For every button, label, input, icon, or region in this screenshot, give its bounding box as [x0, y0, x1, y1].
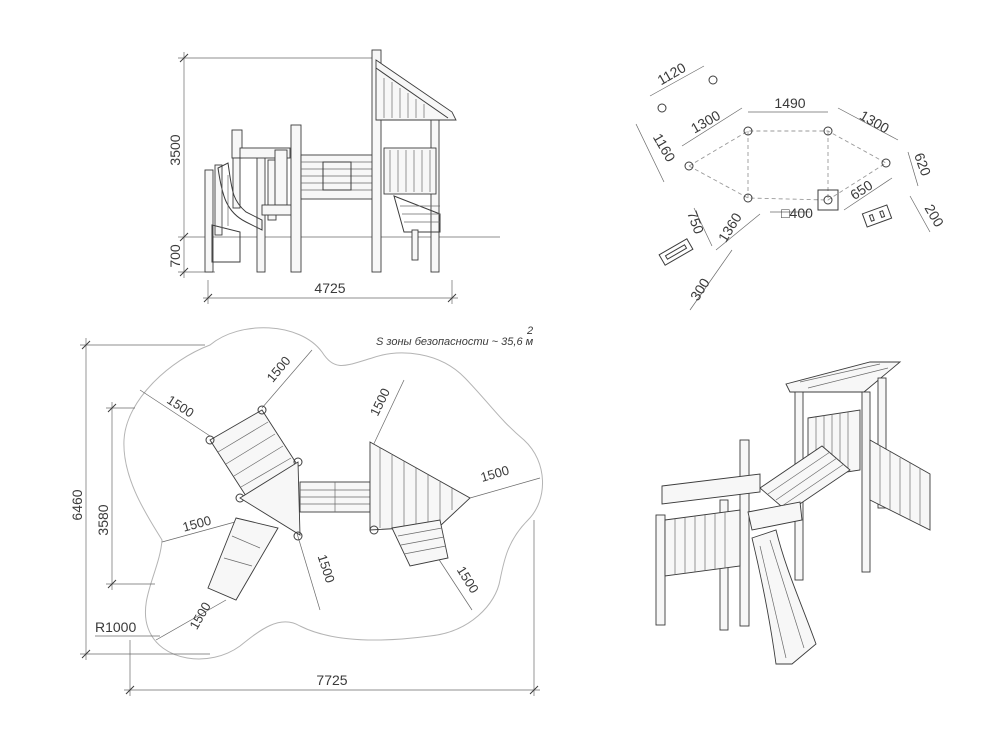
dim-1300-left-label: 1300 [688, 107, 723, 137]
front-middle-post [290, 124, 302, 273]
clearance-label-5: 1500 [181, 513, 213, 535]
plan-footprint [205, 405, 471, 601]
safety-area-superscript: 2 [526, 325, 533, 337]
dim-620-label: 620 [911, 151, 934, 179]
clearance-label-3: 1500 [367, 386, 393, 419]
dim-750-label: 750 [684, 209, 707, 237]
safety-partial-height-label: 3580 [95, 504, 111, 535]
roof-tower [371, 49, 457, 273]
clearance-label-7: 1500 [454, 563, 482, 595]
clearance-label-2: 1500 [264, 353, 294, 385]
safety-height-dimensions [80, 338, 210, 660]
footing-detail-right [861, 204, 893, 228]
safety-zone-plan: S зоны безопасности ~ 35,6 м 2 6460 3580… [69, 325, 543, 696]
dim-1160-label: 1160 [650, 130, 679, 164]
isometric-view [655, 361, 931, 665]
radius-label: R1000 [95, 619, 136, 635]
clearance-label-6: 1500 [315, 553, 338, 585]
clearance-label-4: 1500 [479, 462, 511, 484]
front-height-base-label: 700 [167, 244, 183, 268]
dim-200-label: 200 [922, 201, 948, 229]
dim-650-label: 650 [847, 177, 875, 203]
iso-roof [785, 361, 902, 393]
clearance-lines [139, 349, 541, 641]
dim-1300-right-label: 1300 [857, 107, 892, 137]
front-width-label: 4725 [314, 280, 345, 296]
tunnel-bridge [300, 154, 375, 200]
dim-1360-label: 1360 [715, 210, 745, 245]
dim-1490-label: 1490 [774, 95, 805, 111]
safety-width-label: 7725 [316, 672, 347, 688]
slide-tower [204, 129, 293, 273]
iso-slide [751, 529, 817, 665]
safety-width-dimension [124, 520, 540, 696]
clearance-label-8: 1500 [186, 599, 213, 632]
front-height-dimension [178, 52, 376, 278]
foundation-plan: 1120 1160 1300 1490 1300 620 650 □400 75… [635, 59, 948, 311]
front-height-total-label: 3500 [167, 134, 183, 165]
front-width-dimension [203, 280, 458, 304]
safety-overall-height-label: 6460 [69, 489, 85, 520]
footing-posts [657, 75, 891, 211]
dim-400-label: □400 [781, 205, 813, 221]
footing-detail-left [658, 238, 694, 266]
clearance-label-1: 1500 [164, 392, 196, 420]
safety-area-note: S зоны безопасности ~ 35,6 м [376, 336, 534, 348]
safety-zone-contour [123, 327, 543, 660]
dim-300-label: 300 [687, 275, 713, 303]
front-view: 3500 700 4725 [167, 49, 500, 304]
foundation-dimension-lines [635, 65, 931, 311]
